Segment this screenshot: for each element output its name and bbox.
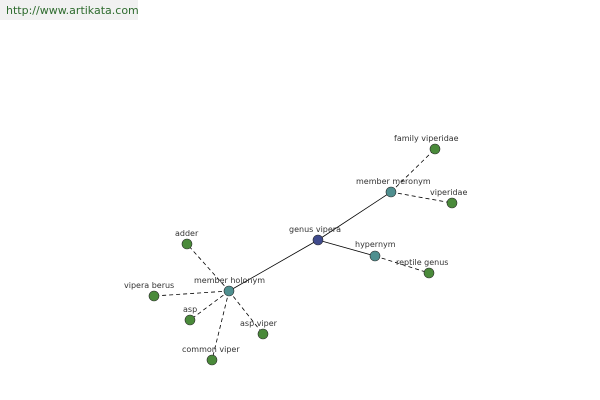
edge-member-holonym-to-asp: [189, 290, 230, 321]
node-viperidae[interactable]: viperidae: [430, 188, 467, 209]
node-label-family-viperidae: family viperidae: [394, 134, 459, 143]
node-genus-vipera[interactable]: genus vipera: [289, 225, 341, 246]
node-member-meronym[interactable]: member meronym: [356, 177, 431, 198]
graph-edges: [153, 148, 453, 361]
site-link[interactable]: http://www.artikata.com: [6, 4, 139, 17]
node-label-viperidae: viperidae: [430, 188, 467, 197]
url-banner: http://www.artikata.com: [0, 0, 139, 20]
node-label-member-holonym: member holonym: [194, 276, 265, 285]
graph-nodes: genus vipera member meronym hypernym member…: [124, 134, 467, 366]
edge-member-holonym-to-adder: [186, 243, 230, 292]
edge-member-meronym-to-family-viperidae: [390, 148, 436, 193]
node-label-hypernym: hypernym: [355, 240, 396, 249]
edge-member-holonym-to-common-viper: [211, 290, 230, 361]
node-label-member-meronym: member meronym: [356, 177, 431, 186]
node-marker-asp[interactable]: [184, 314, 196, 326]
node-asp[interactable]: asp: [183, 305, 197, 326]
node-label-reptile-genus: reptile genus: [396, 258, 448, 267]
node-marker-genus-vipera[interactable]: [312, 234, 324, 246]
node-marker-family-viperidae[interactable]: [429, 143, 441, 155]
node-hypernym[interactable]: hypernym: [355, 240, 396, 262]
edge-member-holonym-to-vipera-berus: [153, 290, 230, 297]
edge-member-meronym-to-viperidae: [390, 191, 453, 204]
node-marker-viperidae[interactable]: [446, 197, 458, 209]
node-label-genus-vipera: genus vipera: [289, 225, 341, 234]
node-marker-member-meronym[interactable]: [385, 186, 397, 198]
node-marker-reptile-genus[interactable]: [423, 267, 435, 279]
node-adder[interactable]: adder: [175, 229, 199, 250]
node-marker-asp-viper[interactable]: [257, 328, 269, 340]
node-marker-common-viper[interactable]: [206, 354, 218, 366]
edge-genus-vipera-to-member-holonym: [228, 239, 319, 292]
node-member-holonym[interactable]: member holonym: [194, 276, 265, 297]
edge-genus-vipera-to-hypernym: [317, 239, 376, 257]
node-vipera-berus[interactable]: vipera berus: [124, 281, 174, 302]
node-reptile-genus[interactable]: reptile genus: [396, 258, 448, 279]
edge-hypernym-to-reptile-genus: [374, 255, 430, 274]
edge-genus-vipera-to-member-meronym: [317, 191, 392, 241]
edge-member-holonym-to-asp-viper: [228, 290, 264, 335]
node-marker-member-holonym[interactable]: [223, 285, 235, 297]
node-label-vipera-berus: vipera berus: [124, 281, 174, 290]
node-asp-viper[interactable]: asp viper: [240, 319, 278, 340]
node-label-common-viper: common viper: [182, 345, 240, 354]
node-label-asp: asp: [183, 305, 197, 314]
node-family-viperidae[interactable]: family viperidae: [394, 134, 459, 155]
node-common-viper[interactable]: common viper: [182, 345, 240, 366]
node-label-adder: adder: [175, 229, 199, 238]
node-marker-vipera-berus[interactable]: [148, 290, 160, 302]
node-marker-adder[interactable]: [181, 238, 193, 250]
node-label-asp-viper: asp viper: [240, 319, 278, 328]
node-marker-hypernym[interactable]: [369, 250, 381, 262]
